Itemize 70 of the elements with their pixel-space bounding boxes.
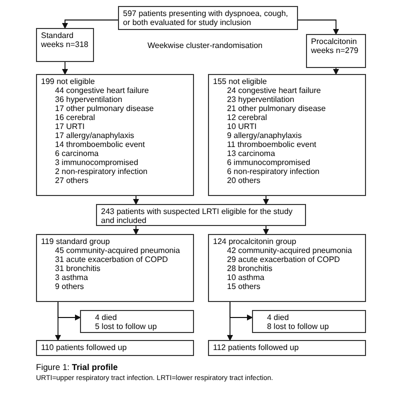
box-text: 15 others <box>226 282 262 291</box>
box-text: 9 others <box>54 282 85 291</box>
box-text: 10 URTI <box>226 122 258 131</box>
process-box <box>96 204 306 226</box>
arrow <box>133 196 139 205</box>
box-text: Procalcitonin weeks n=279 <box>311 37 360 55</box>
box-text: 31 acute exacerbation of COPD <box>54 255 169 264</box>
process-box <box>252 310 366 333</box>
box-text: 8 lost to follow up <box>266 322 330 331</box>
box-text: 597 patients presenting with dyspnoea, cough, or both evaluated for study inclusion <box>123 9 290 27</box>
box-text: 24 congestive heart failure <box>226 86 322 95</box>
arrow <box>227 302 233 341</box>
box-text: 119 standard group <box>41 237 111 246</box>
box-text: 17 allergy/anaphylaxis <box>54 131 136 140</box>
process-box <box>208 74 366 196</box>
box-text: 10 asthma <box>226 273 266 282</box>
arrow <box>333 68 339 75</box>
box-text: 9 allergy/anaphylaxis <box>226 131 303 140</box>
process-box <box>208 234 366 302</box>
box-text: 36 hyperventilation <box>54 95 124 104</box>
box-text: 110 patients followed up <box>41 343 128 352</box>
box-text: 199 not eligible <box>41 77 96 86</box>
box-text: 2 non-respiratory infection <box>54 167 148 176</box>
randomisation-label: Weekwise cluster-randomisation <box>146 41 264 50</box>
box-text: 21 other pulmonary disease <box>226 104 327 113</box>
box-text: 112 patients followed up <box>213 343 300 352</box>
process-box <box>306 34 366 68</box>
box-text: 20 others <box>226 176 262 185</box>
box-text: 3 immunocompromised <box>54 158 140 167</box>
box-text: 29 acute exacerbation of COPD <box>226 255 341 264</box>
box-text: 6 carcinoma <box>54 149 100 158</box>
box-text: 16 cerebral <box>54 113 96 122</box>
arrow <box>298 20 339 35</box>
process-box <box>36 74 194 196</box>
arrow <box>263 196 269 205</box>
box-text: 23 hyperventilation <box>226 95 296 104</box>
figure-caption: Figure 1: Trial profile <box>36 362 118 372</box>
arrow <box>263 226 269 235</box>
box-text: 14 thromboembolic event <box>54 140 146 149</box>
box-text: 4 died <box>266 313 290 322</box>
box-text: 12 cerebral <box>226 113 268 122</box>
process-box <box>36 28 94 62</box>
box-text: 45 community-acquired pneumonia <box>54 246 181 255</box>
box-text: 42 community-acquired pneumonia <box>226 246 353 255</box>
arrow <box>62 20 118 29</box>
box-text: 6 non-respiratory infection <box>226 167 320 176</box>
box-text: 3 asthma <box>54 273 89 282</box>
box-text: 124 procalcitonin group <box>213 237 298 246</box>
arrow <box>62 62 68 75</box>
process-box <box>118 6 298 30</box>
box-text: 6 immunocompromised <box>226 158 312 167</box>
box-text: 27 others <box>54 176 90 185</box>
box-text: 13 carcinoma <box>226 149 276 158</box>
box-text: 44 congestive heart failure <box>54 86 150 95</box>
process-box <box>80 310 194 333</box>
box-text: 28 bronchitis <box>226 264 274 273</box>
box-text: 17 other pulmonary disease <box>54 104 155 113</box>
box-text: 31 bronchitis <box>54 264 102 273</box>
arrow <box>133 226 139 235</box>
box-text: 155 not eligible <box>213 77 268 86</box>
box-text: 243 patients with suspected LRTI eligible for the study and included <box>101 207 294 225</box>
process-box <box>36 340 194 356</box>
box-text: Standard weeks n=318 <box>41 31 89 49</box>
process-box <box>36 234 194 302</box>
arrow <box>55 302 61 341</box>
box-text: 11 thromboembolic event <box>226 140 318 149</box>
box-text: 17 URTI <box>54 122 86 131</box>
process-box <box>208 340 366 356</box>
box-text: 4 died <box>94 313 118 322</box>
box-text: 5 lost to follow up <box>94 322 158 331</box>
